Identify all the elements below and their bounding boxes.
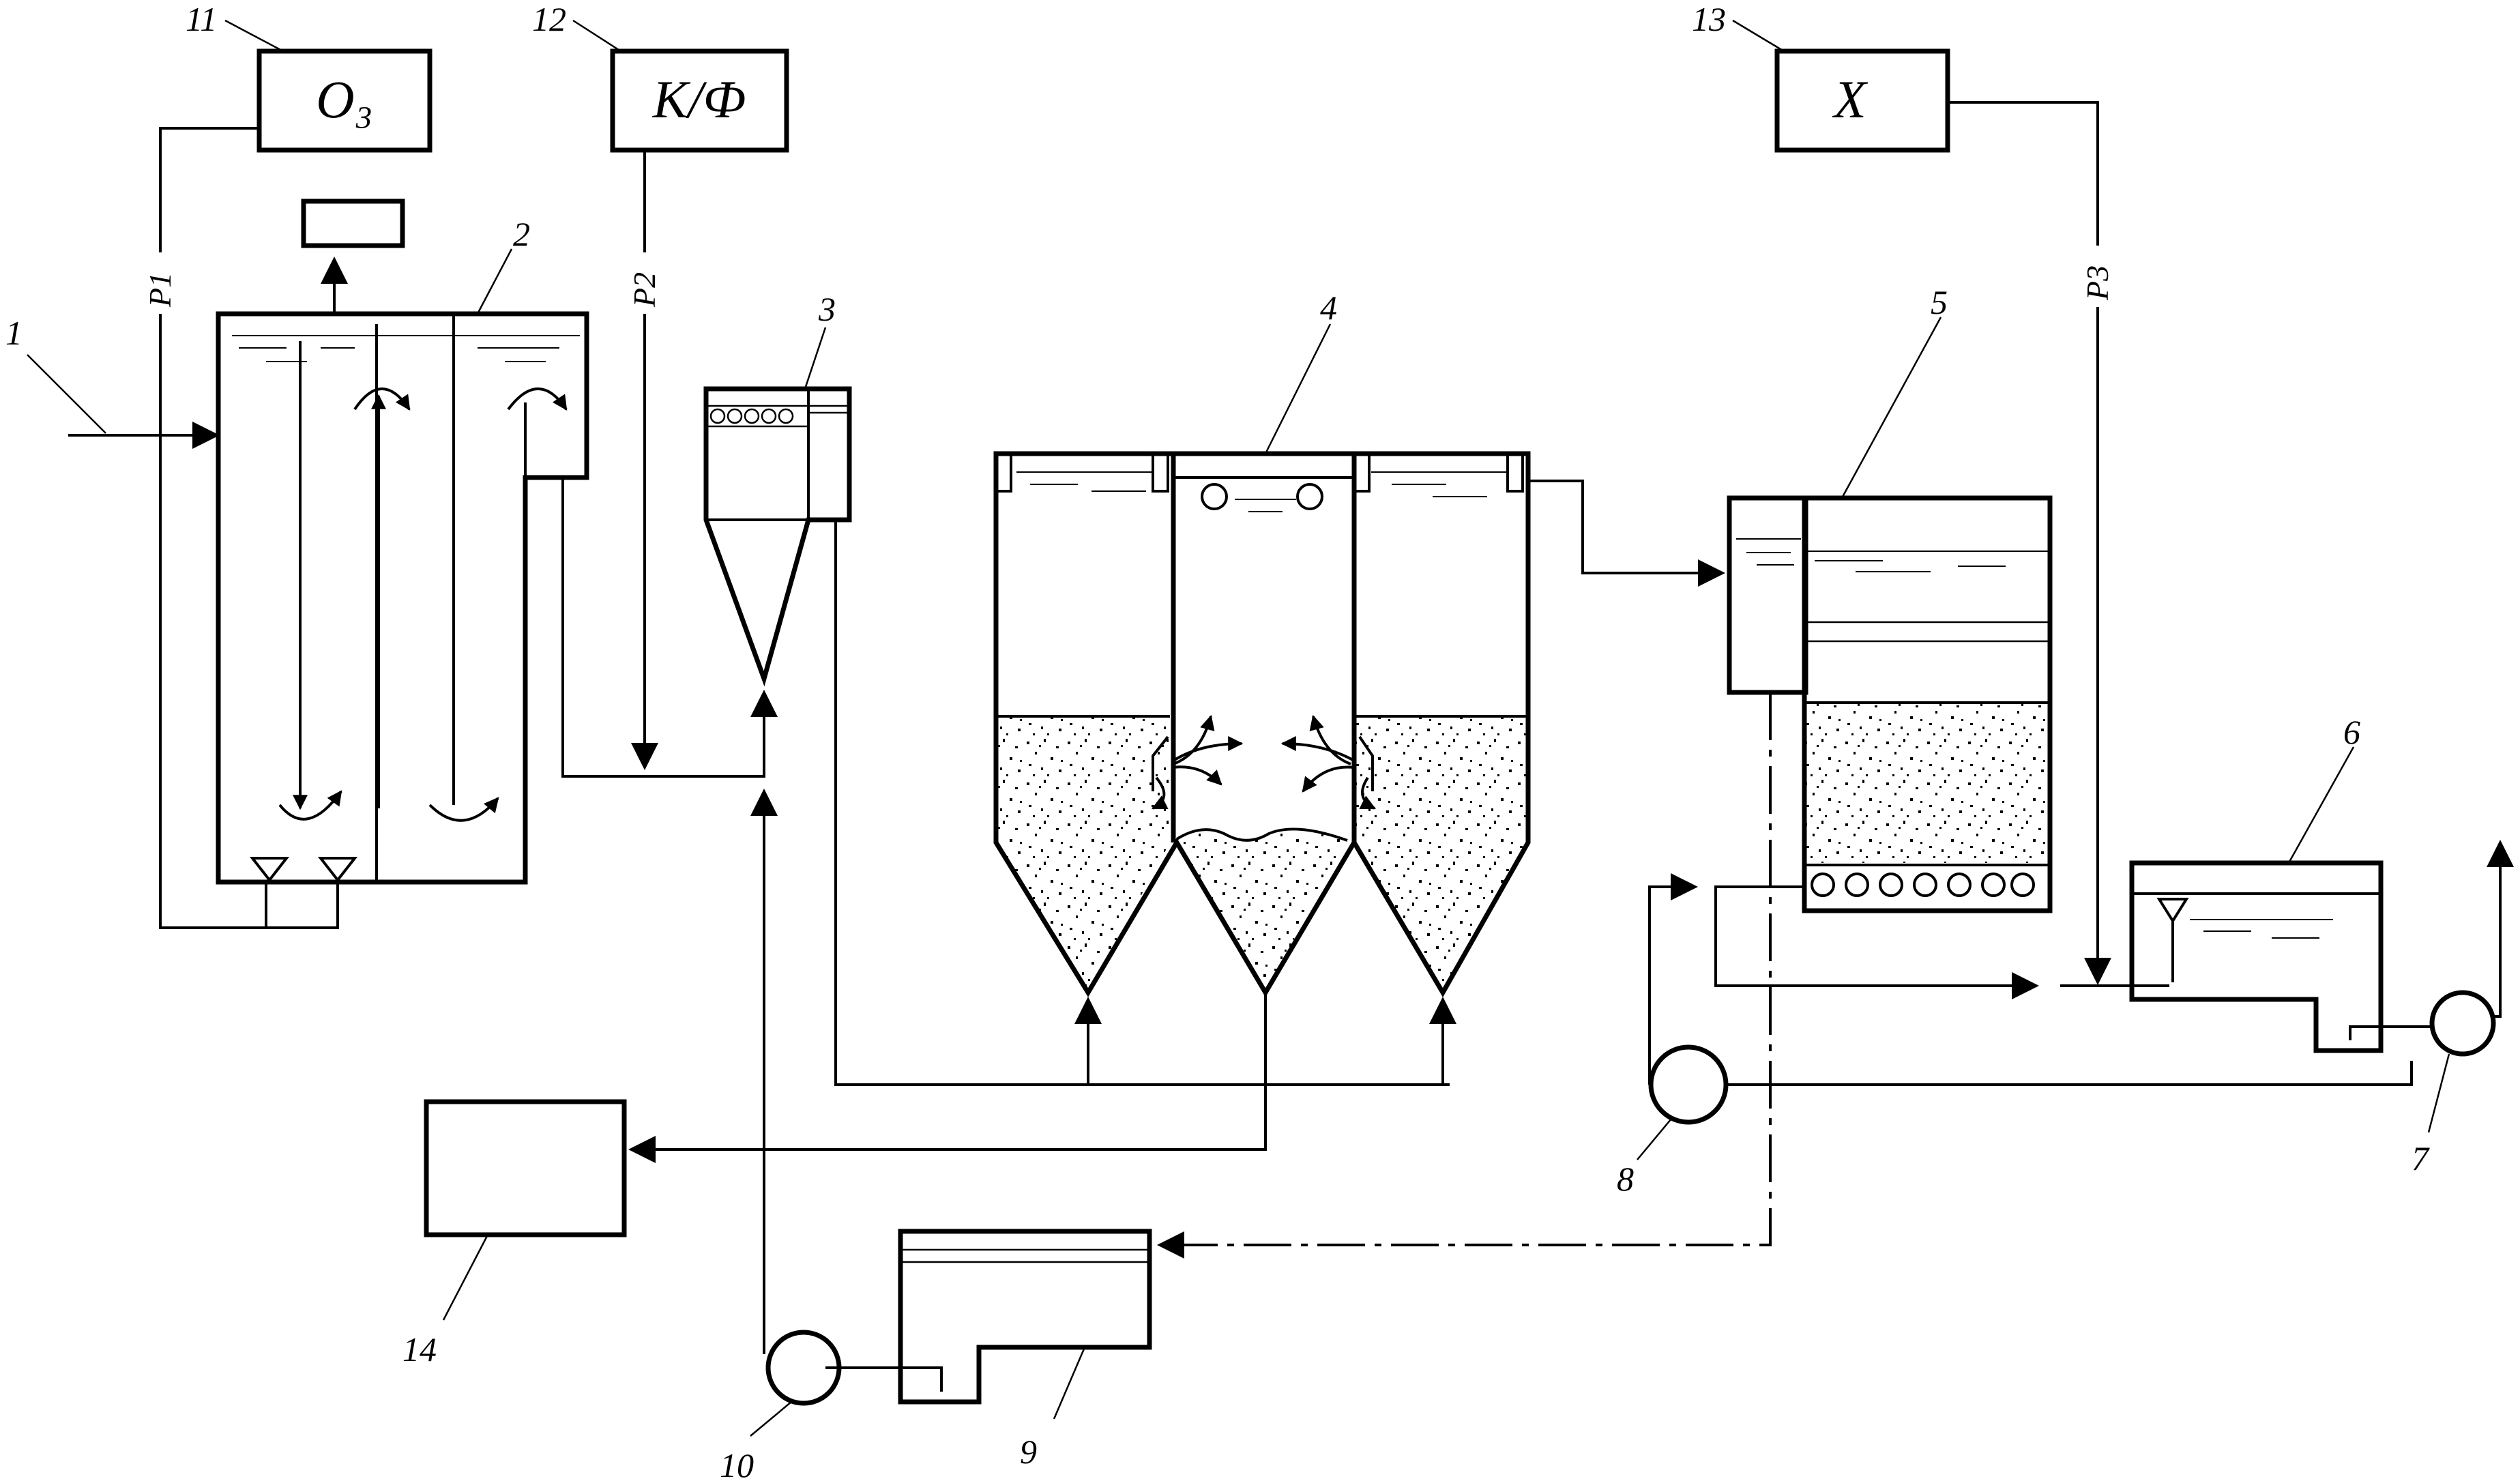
suction-pump-10 [825,1366,943,1392]
label-4: 4 [1320,289,1337,327]
hydrocyclone [703,386,852,687]
sorption-filter [1727,495,2053,913]
label-13: 13 [1692,0,1726,38]
label-8: 8 [1617,1160,1634,1198]
backwash-pump-line [1648,873,1698,1085]
sludge-treatment-unit [424,1099,627,1237]
label-3: 3 [818,290,836,328]
label-6: 6 [2343,713,2360,751]
chlorine-line-p3 [1948,101,2111,985]
label-10: 10 [720,1446,754,1481]
chlorine-line-label: P3 [2080,265,2115,301]
label-1: 1 [5,314,23,352]
pump-8 [1648,1044,1729,1125]
ozonation-tank [216,311,589,885]
clean-water-outlet [2487,840,2514,1018]
ozone-generator: O₃ [257,48,433,153]
coagulant-line-label: P2 [627,272,662,308]
pipe-tank-to-hydrocyclone [561,478,778,778]
chlorine-dosing-label: Х [1832,70,1869,129]
clean-water-to-pump-8 [1727,1061,2413,1086]
coagulant-dosing-unit: К/Ф [610,48,789,153]
label-14: 14 [402,1330,437,1368]
offgas-destructor [301,199,405,248]
backwash-to-tank-9 [1157,692,1772,1259]
wash-water-tank [898,1229,1152,1405]
pipe-filters-to-adsorber [1528,480,1725,587]
label-12: 12 [532,0,566,38]
label-5: 5 [1931,283,1948,321]
pipe-hydrocyclone-to-filters [834,520,1450,1086]
label-11: 11 [186,0,217,38]
filter-block [993,451,1531,997]
pump-7 [2429,990,2496,1057]
coagulant-dosing-label: К/Ф [652,70,746,129]
chlorine-dosing-unit: Х [1774,48,1950,153]
sludge-line-to-14 [628,993,1267,1163]
label-9: 9 [1020,1433,1037,1471]
label-7: 7 [2412,1139,2430,1177]
suction-pump-7 [2349,1025,2432,1040]
label-2: 2 [513,215,530,253]
clean-water-tank [2129,860,2384,1053]
callouts: 1 2 3 4 5 6 7 8 9 10 11 12 13 14 [5,0,2450,1481]
ozone-line-label: P1 [143,272,177,308]
ozone-line-p1 [159,127,339,929]
pipe-adsorber-to-clean-tank [1714,885,2039,999]
ozone-generator-label: O₃ [316,70,372,129]
